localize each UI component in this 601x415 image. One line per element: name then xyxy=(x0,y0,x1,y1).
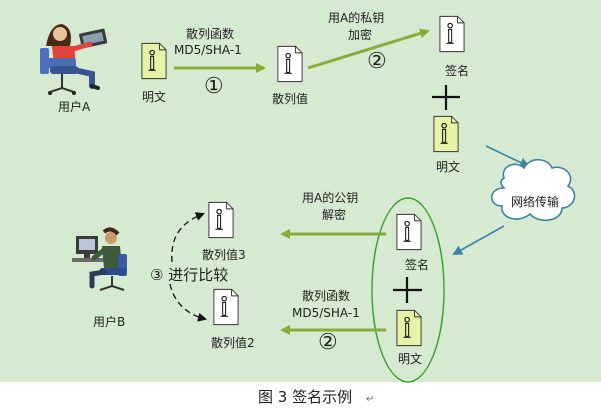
arrow-from-network xyxy=(452,225,505,255)
compare-label: ③ 进行比较 xyxy=(150,266,229,284)
plus-sign-top xyxy=(432,85,460,110)
user-b-icon xyxy=(72,227,127,291)
hash-value-label: 散列值 xyxy=(272,92,309,106)
received-plaintext-document xyxy=(396,309,422,347)
user-a-icon xyxy=(40,24,108,95)
received-plaintext-label: 明文 xyxy=(398,352,423,366)
user-b-label: 用户B xyxy=(93,315,126,329)
rehash-algorithm-label: MD5/SHA-1 xyxy=(292,306,360,320)
arrow-encrypt-step xyxy=(307,28,430,70)
network-cloud-icon xyxy=(490,158,576,221)
step-1-marker: ① xyxy=(204,74,224,99)
hash-value-3-label: 散列值3 xyxy=(202,248,246,262)
encrypt-key-label: 用A的私钥 xyxy=(328,11,385,25)
hash-value-2-label: 散列值2 xyxy=(211,336,255,350)
caption-paragraph-mark: ↵ xyxy=(366,394,375,405)
decrypt-label: 解密 xyxy=(322,208,347,222)
hash-value-2-document xyxy=(213,288,239,326)
caption-area xyxy=(0,382,601,415)
figure-caption: 图 3 签名示例 xyxy=(258,388,353,406)
signature-label: 签名 xyxy=(445,64,470,78)
compare-arrow-down xyxy=(169,283,207,322)
plus-sign-bottom xyxy=(393,277,422,303)
user-a-label: 用户A xyxy=(58,100,91,114)
compare-arrow-up xyxy=(171,212,205,263)
hash-value-3-document xyxy=(208,201,234,239)
sender-plaintext-label-2: 明文 xyxy=(436,160,461,174)
hash-function-label: 散列函数 xyxy=(186,27,235,41)
arrow-to-network xyxy=(485,145,530,168)
decrypt-key-label: 用A的公钥 xyxy=(302,191,359,205)
received-signature-document xyxy=(396,213,422,251)
network-transfer-label: 网络传输 xyxy=(511,195,560,209)
sender-plaintext-document xyxy=(141,42,167,80)
encrypt-label: 加密 xyxy=(348,28,373,42)
hash-value-document xyxy=(277,45,303,83)
received-package-ellipse xyxy=(371,197,445,383)
received-signature-label: 签名 xyxy=(405,258,430,272)
sender-plaintext-label: 明文 xyxy=(142,90,167,104)
hash-algorithm-label: MD5/SHA-1 xyxy=(174,43,242,57)
sender-plaintext-document-2 xyxy=(433,115,459,153)
signature-document xyxy=(439,15,465,53)
step-2-marker-sender: ② xyxy=(367,49,387,74)
step-2-marker-receiver: ② xyxy=(318,330,338,355)
rehash-function-label: 散列函数 xyxy=(302,289,351,303)
